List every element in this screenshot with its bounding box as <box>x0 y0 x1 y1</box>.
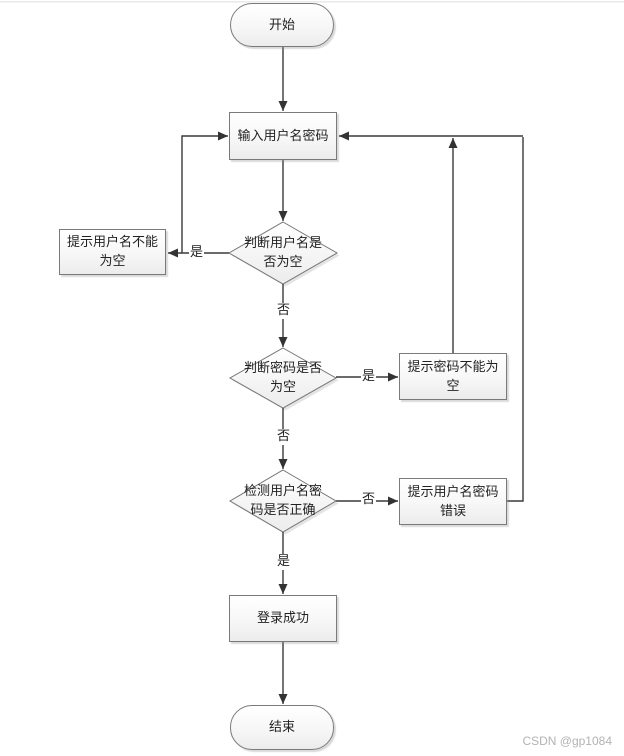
node-check-password-empty: 判断密码是否 为空 <box>243 361 322 395</box>
node-prompt-password-empty: 提示密码不能为 空 <box>399 353 507 400</box>
branch-label-username-no: 否 <box>276 303 292 319</box>
branch-label-password-yes: 是 <box>361 369 377 385</box>
node-input-credentials: 输入用户名密码 <box>229 112 337 160</box>
node-start: 开始 <box>230 3 334 47</box>
node-check-credentials-correct: 检测用户名密 码是否正确 <box>243 484 322 518</box>
branch-label-username-yes: 是 <box>189 245 205 261</box>
node-check-username-empty: 判断用户名是 否为空 <box>243 236 322 270</box>
node-prompt-credentials-wrong: 提示用户名密码 错误 <box>399 478 507 525</box>
edge-prompt-wrong-to-feedback <box>507 137 524 502</box>
edge-loopback-left-to-input <box>181 131 228 253</box>
branch-label-correct-yes: 是 <box>276 554 292 570</box>
branch-label-correct-no: 否 <box>361 492 377 508</box>
node-login-success: 登录成功 <box>229 595 337 642</box>
node-prompt-username-empty: 提示用户名不能 为空 <box>59 229 166 275</box>
node-end: 结束 <box>230 705 334 750</box>
csdn-watermark: CSDN @gp1084 <box>522 734 612 748</box>
branch-label-password-no: 否 <box>276 429 292 445</box>
top-divider <box>0 1 624 3</box>
